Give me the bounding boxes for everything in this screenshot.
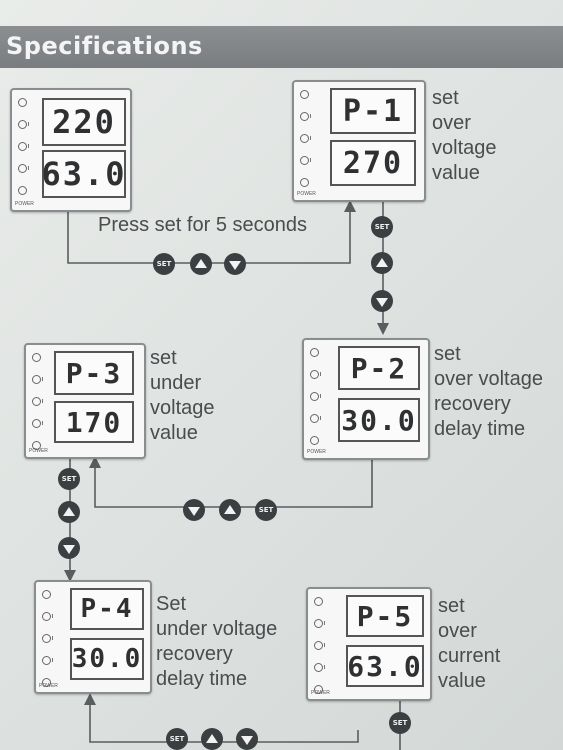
down-arrow-icon [376, 297, 388, 307]
up-arrow-icon [195, 258, 207, 268]
up-arrow-icon [224, 504, 236, 514]
set-button[interactable]: SET [58, 468, 80, 490]
arrowhead-p4 [64, 570, 76, 582]
set-button[interactable]: SET [371, 216, 393, 238]
flow-line-p5-to-p4 [89, 700, 359, 743]
down-arrow-icon [188, 506, 200, 516]
up-arrow-icon [63, 506, 75, 516]
up-arrow-icon [376, 257, 388, 267]
device-p5: POWER P-5 63.0 [306, 587, 432, 701]
arrowhead-p2 [377, 323, 389, 335]
down-button[interactable] [183, 499, 205, 521]
indicator-leds [40, 590, 56, 700]
section-header: Specifications [0, 26, 563, 68]
set-button[interactable]: SET [153, 253, 175, 275]
device-p2: POWER P-2 30.0 [302, 338, 430, 460]
device-p3: POWER P-3 170 [24, 343, 146, 459]
down-button[interactable] [371, 290, 393, 312]
set-button[interactable]: SET [389, 712, 411, 734]
device-main: POWER 220 63.0 [10, 88, 132, 212]
device-p4: POWER P-4 30.0 [34, 580, 152, 694]
up-button[interactable] [58, 501, 80, 523]
down-button[interactable] [224, 253, 246, 275]
down-button[interactable] [58, 537, 80, 559]
down-button[interactable] [236, 728, 258, 750]
indicator-leds [30, 353, 46, 463]
display-bottom: 63.0 [41, 150, 126, 198]
display-top: P-5 [346, 595, 424, 637]
down-arrow-icon [63, 544, 75, 554]
display-top: P-2 [338, 346, 420, 390]
indicator-leds [298, 90, 314, 200]
display-top: P-4 [70, 588, 144, 630]
down-arrow-icon [229, 260, 241, 270]
caption-p1: set over voltage value [432, 87, 497, 184]
up-arrow-icon [206, 733, 218, 743]
caption-p3: set under voltage value [150, 347, 215, 444]
up-button[interactable] [190, 253, 212, 275]
display-bottom: 63.0 [346, 645, 424, 687]
display-bottom: 30.0 [338, 398, 420, 442]
power-label: POWER [311, 690, 330, 696]
power-label: POWER [307, 449, 326, 455]
display-top: P-1 [330, 88, 416, 134]
caption-p2: set over voltage recovery delay time [434, 343, 543, 440]
arrowhead-p3 [89, 456, 101, 468]
section-title: Specifications [6, 32, 203, 60]
indicator-leds [312, 597, 328, 707]
arrowhead-p1 [344, 200, 356, 212]
set-button[interactable]: SET [255, 499, 277, 521]
power-label: POWER [297, 191, 316, 197]
indicator-leds [16, 98, 32, 208]
power-label: POWER [15, 201, 34, 207]
indicator-leds [308, 348, 324, 458]
display-top: P-3 [54, 351, 134, 395]
up-button[interactable] [371, 252, 393, 274]
up-button[interactable] [201, 728, 223, 750]
device-p1: POWER P-1 270 [292, 80, 426, 202]
power-label: POWER [39, 683, 58, 689]
caption-p5: set over current value [438, 595, 501, 692]
set-button[interactable]: SET [166, 728, 188, 750]
display-bottom: 270 [330, 140, 416, 186]
power-label: POWER [29, 448, 48, 454]
display-bottom: 30.0 [70, 638, 144, 680]
arrowhead-p4-return [84, 693, 96, 705]
caption-p4: Set under voltage recovery delay time [156, 593, 278, 690]
up-button[interactable] [219, 499, 241, 521]
down-arrow-icon [241, 735, 253, 745]
display-top: 220 [42, 98, 126, 146]
press-set-note: Press set for 5 seconds [98, 214, 307, 236]
display-bottom: 170 [54, 401, 134, 443]
